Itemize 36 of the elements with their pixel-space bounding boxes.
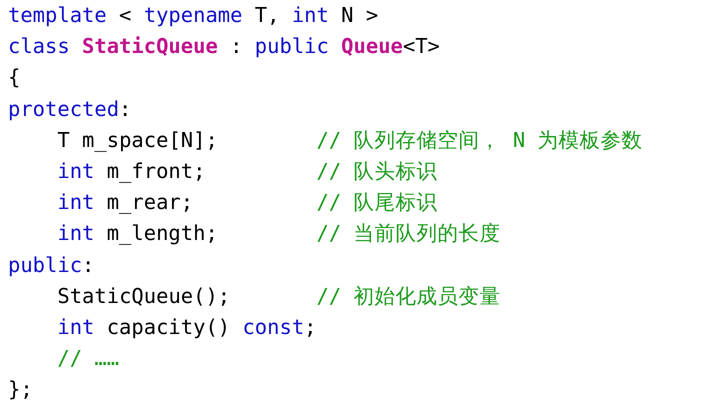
code-text: }; (8, 376, 33, 402)
code-text: T m_space[N]; (57, 126, 218, 153)
code-text: ; (304, 314, 316, 340)
code-text: : (119, 96, 132, 122)
code-text: { (8, 64, 20, 90)
code-text: capacity() (106, 314, 230, 340)
code-text: N > (341, 2, 378, 28)
code-keyword: int (57, 220, 94, 246)
class-name: Queue (341, 33, 403, 60)
code-keyword: int (57, 189, 94, 216)
code-keyword: int (57, 158, 94, 184)
code-keyword: typename (144, 2, 242, 28)
code-comment: // 队尾标识 (316, 189, 438, 216)
code-keyword: const (242, 314, 304, 340)
code-comment: // 初始化成员变量 (316, 282, 501, 309)
code-text: : (82, 252, 94, 278)
code-keyword: int (57, 314, 94, 340)
code-text: m_rear; (106, 189, 194, 216)
code-keyword: class (8, 33, 70, 60)
code-text: m_length; (106, 220, 218, 246)
code-keyword: protected (8, 96, 120, 122)
code-keyword: public (8, 252, 82, 278)
code-keyword: template (8, 2, 107, 28)
code-comment: // 队头标识 (316, 158, 438, 184)
code-text: StaticQueue(); (57, 282, 230, 309)
code-text: <T> (402, 33, 440, 60)
code-comment: // 当前队列的长度 (316, 220, 501, 246)
code-text: : (230, 33, 242, 60)
class-name: StaticQueue (82, 33, 218, 60)
code-comment: // 队列存储空间， N 为模板参数 (316, 126, 643, 153)
code-comment: // …… (57, 345, 120, 372)
code-text: < (119, 2, 132, 28)
code-keyword: int (292, 2, 329, 28)
code-text: T, (254, 2, 280, 28)
code-keyword: public (254, 33, 329, 60)
code-text: m_front; (106, 158, 206, 184)
